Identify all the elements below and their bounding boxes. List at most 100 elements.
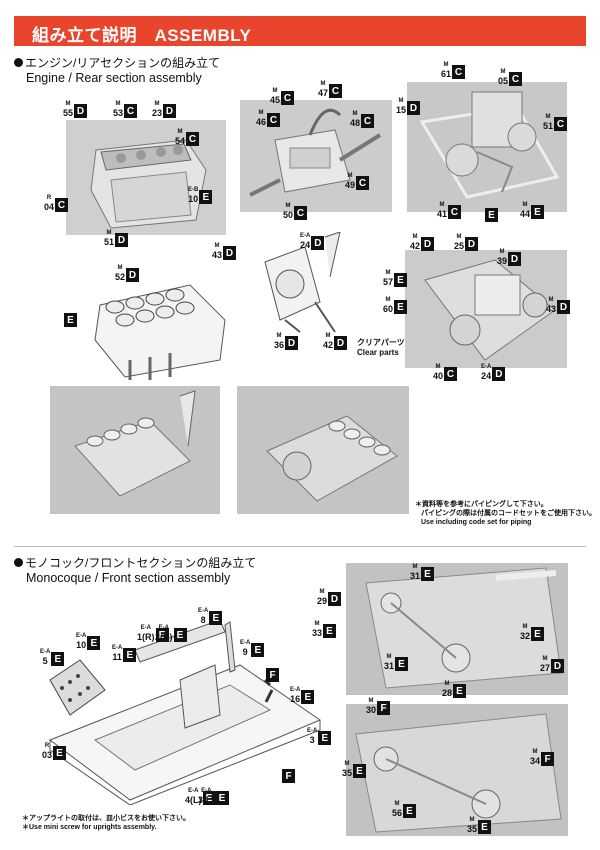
part-sprue: M [412,234,418,240]
part-letter-badge: E [209,611,223,625]
part-number: 23 [152,108,163,118]
part-sprue: E-A [201,788,212,794]
part-number: 47 [318,88,329,98]
clear-parts-en: Clear parts [357,348,399,357]
part-letter-badge: C [452,65,466,79]
part-sprue: M [412,564,418,570]
part-number: 46 [256,117,267,127]
section-divider [14,546,586,547]
part-sprue: M [394,801,400,807]
piping-note: ＊資料等を参考にパイピングして下さい。 パイピングの際は付属のコードセットをご使… [415,500,596,527]
part-letter-badge: C [448,205,462,219]
part-number: 3 [309,735,315,745]
part-letter-badge: E [394,273,408,287]
part-sprue: M [344,761,350,767]
part-letter-badge: C [329,84,343,98]
part-letter-badge: E [395,657,409,671]
part-letter-badge: D [163,104,177,118]
piping-note-jp-2: パイピングの際は付属のコードセットをご使用下さい。 [421,510,596,517]
part-number: 25 [454,241,465,251]
part-number: 29 [317,596,328,606]
part-letter-badge: E [421,567,435,581]
part-sprue: M [499,249,505,255]
part-sprue: M [214,243,220,249]
part-label: F [266,664,279,682]
monocoque-exploded-drawing [40,610,330,805]
engine-assembled-photo-2 [237,386,409,514]
part-sprue: M [117,265,123,271]
part-letter-badge: E [485,208,498,222]
part-sprue: E-A [158,625,169,631]
part-letter-badge: C [509,72,523,86]
part-letter-badge: D [328,592,342,606]
part-number: 36 [274,340,285,350]
part-number: 30 [366,705,377,715]
part-number: 57 [383,277,394,287]
part-letter-badge: C [554,117,568,131]
section-monocoque-title-en: Monocoque / Front section assembly [26,571,231,585]
part-sprue: M [115,101,121,107]
part-letter-badge: E [199,190,213,204]
part-sprue: M [398,98,404,104]
part-letter-badge: E [53,746,67,760]
part-sprue: M [443,62,449,68]
part-number: 42 [410,241,421,251]
part-number: 40 [433,371,444,381]
part-letter-badge: E [318,731,332,745]
part-sprue: M [314,621,320,627]
engine-block-photo [66,120,226,235]
engine-top-illustration [240,100,392,212]
part-number: 49 [345,180,356,190]
part-sprue: M [522,202,528,208]
part-letter-badge: E [531,205,545,219]
section-monocoque-title-jp: モノコック/フロントセクションの組み立て [25,556,257,570]
part-number: 32 [520,631,531,641]
part-letter-badge: E [87,636,101,650]
part-sprue: M [272,88,278,94]
part-letter-badge: E [202,791,216,805]
part-letter-badge: D [334,336,348,350]
part-sprue: R [46,195,52,201]
part-number: 31 [384,661,395,671]
part-sprue: M [347,173,353,179]
part-number: 27 [540,663,551,673]
engine-assembled-illustration-1 [50,386,220,514]
part-label: F [282,765,295,783]
part-letter-badge: D [74,104,88,118]
part-letter-badge: D [508,252,522,266]
part-letter-badge: D [465,237,479,251]
part-number: 3(L) [198,795,215,805]
